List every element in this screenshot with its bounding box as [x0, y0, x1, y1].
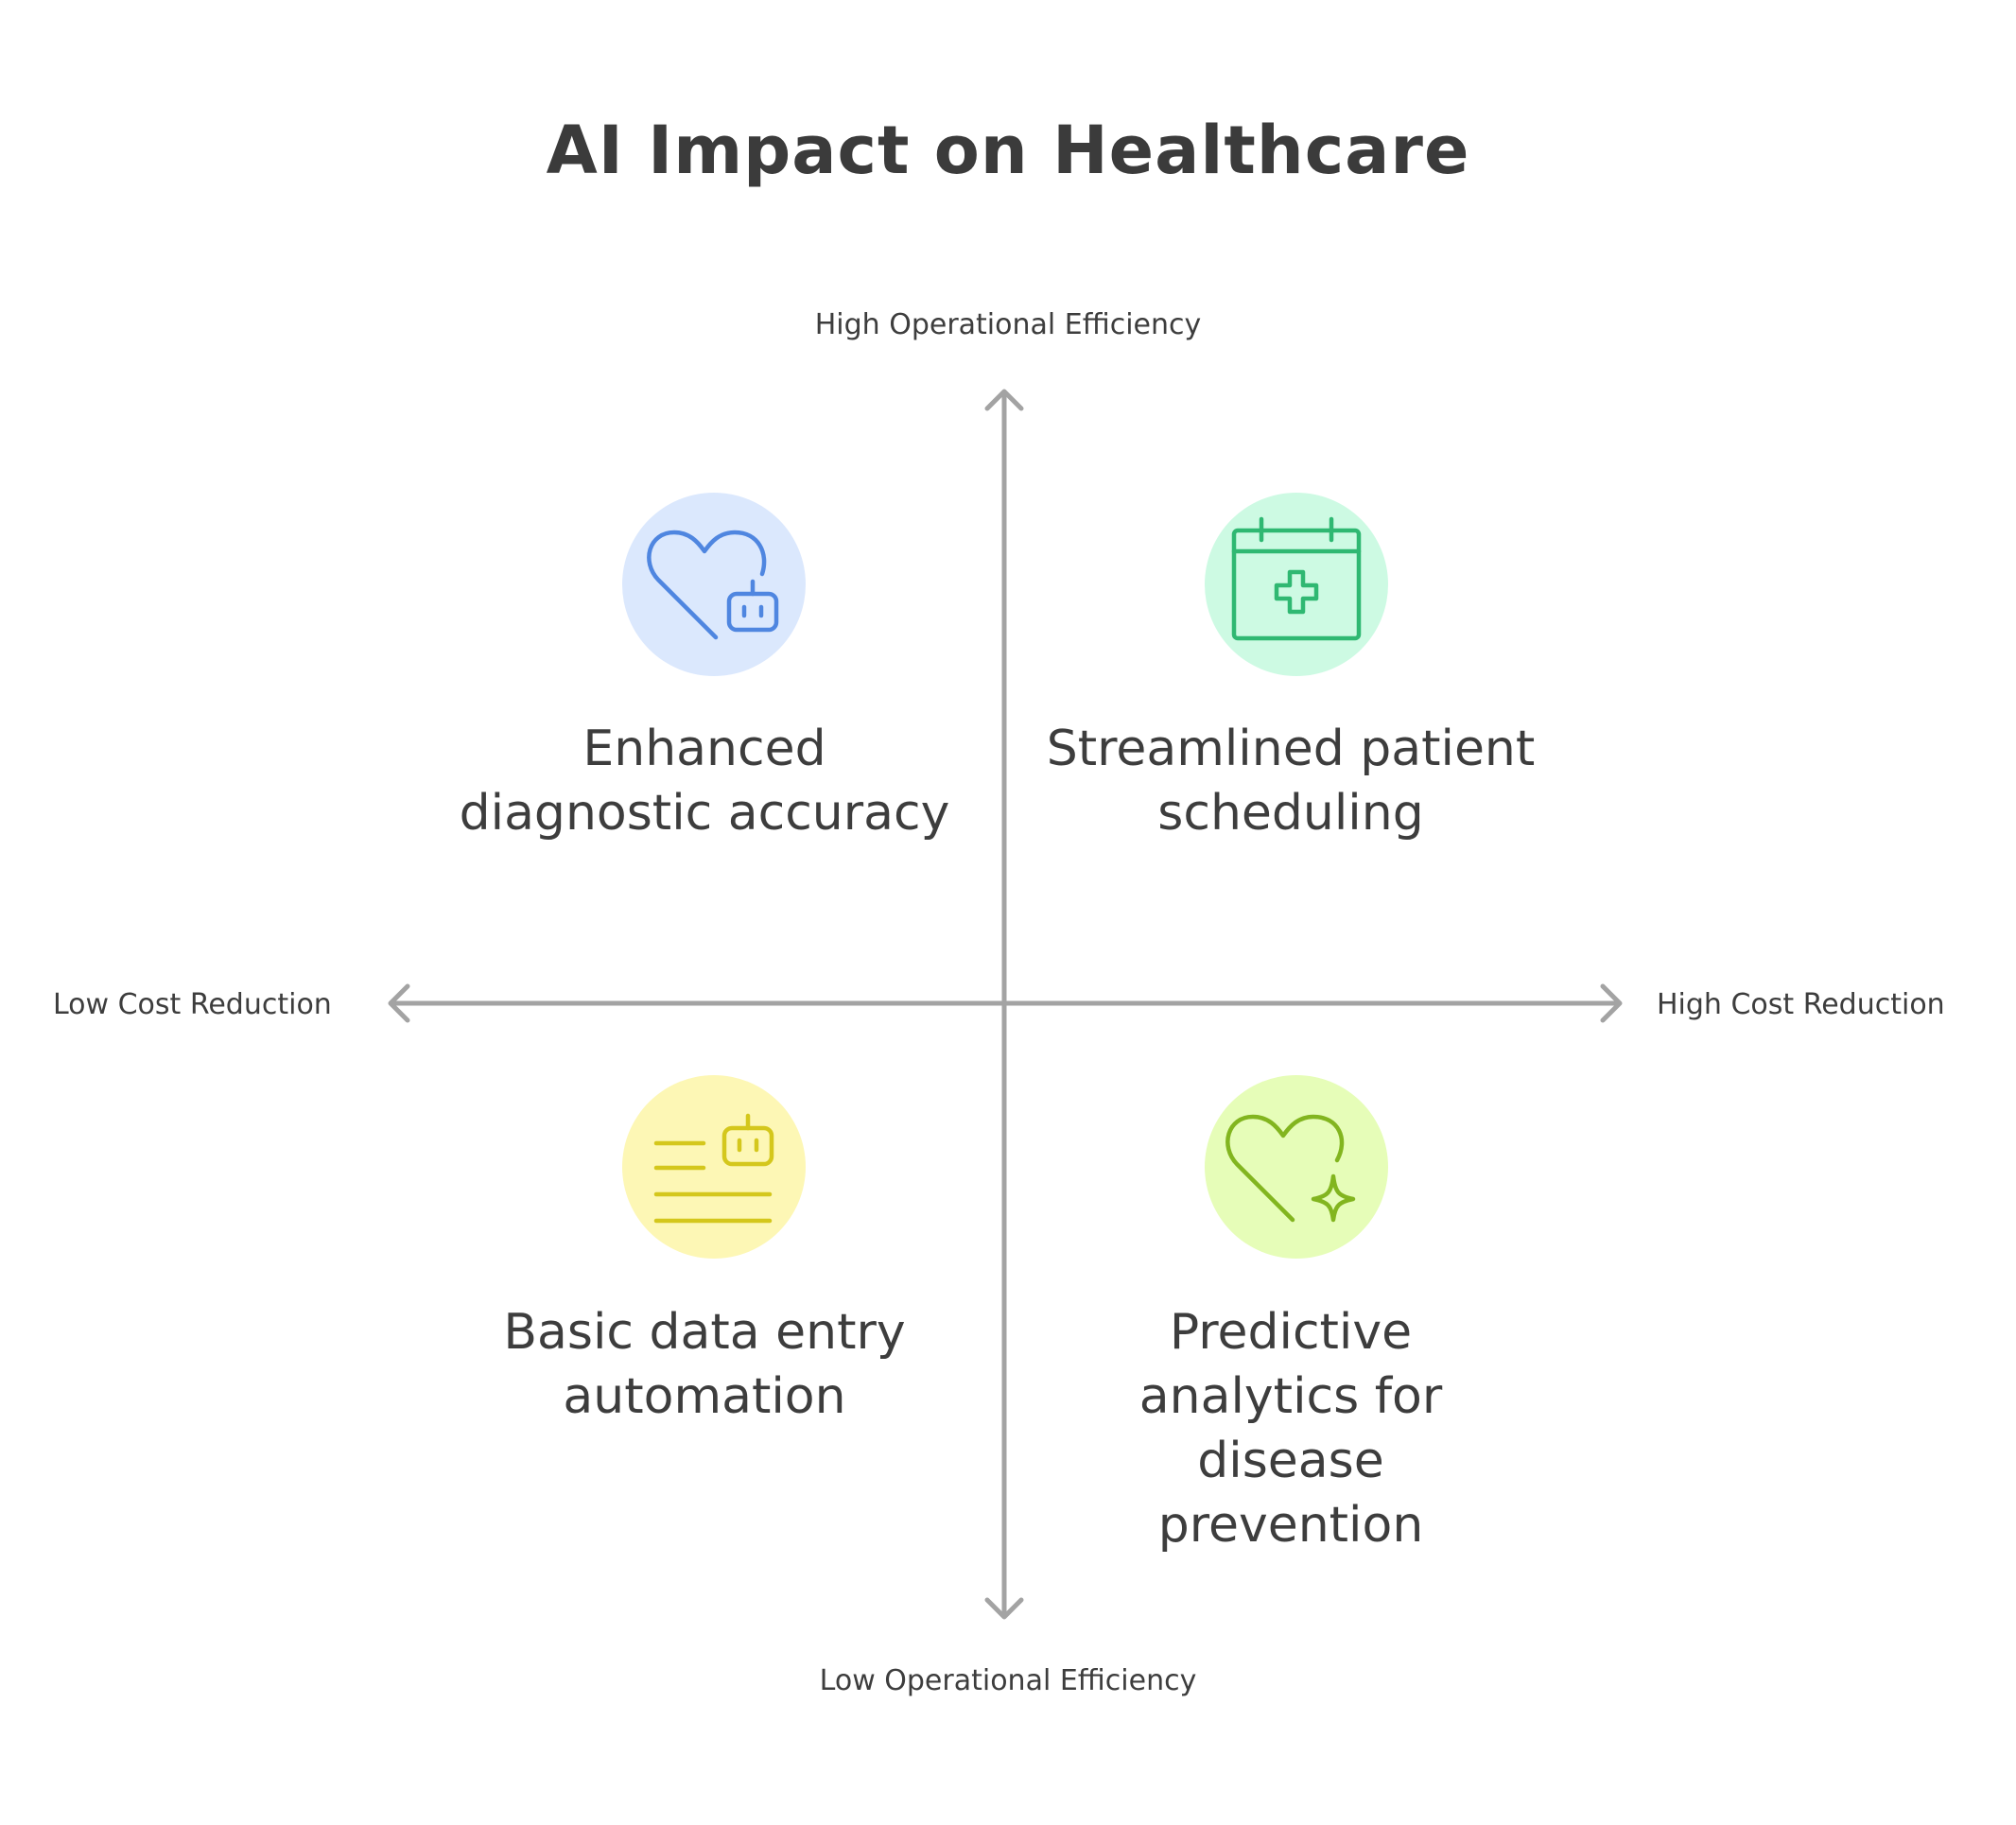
- heart-sparkle-icon: [1225, 1114, 1356, 1223]
- text-lines-robot-icon: [653, 1113, 774, 1224]
- arrow-right-icon: [1600, 983, 1623, 1023]
- quadrant-label-bottom-right: Predictive analytics for disease prevent…: [1138, 1304, 1443, 1554]
- heart-robot-icon: [647, 530, 779, 640]
- quadrant-label-top-left: Enhanced diagnostic accuracy: [459, 721, 950, 842]
- quadrant-label-top-right: Streamlined patient scheduling: [1046, 721, 1536, 842]
- predictive-icon-circle: [1205, 1075, 1388, 1259]
- data-entry-icon-circle: [622, 1075, 806, 1259]
- x-axis-low-label: Low Cost Reduction: [53, 988, 332, 1021]
- arrow-left-icon: [388, 983, 410, 1023]
- scheduling-icon-circle: [1205, 493, 1388, 676]
- page-title: AI Impact on Healthcare: [546, 112, 1470, 189]
- calendar-medical-cross-icon: [1231, 516, 1362, 641]
- y-axis-high-label: High Operational Efficiency: [814, 308, 1202, 341]
- x-axis-high-label: High Cost Reduction: [1657, 988, 1945, 1021]
- diagnostic-icon-circle: [622, 493, 806, 676]
- arrow-down-icon: [984, 1597, 1024, 1620]
- quadrant-label-bottom-left: Basic data entry automation: [503, 1304, 906, 1425]
- arrow-up-icon: [984, 389, 1024, 411]
- y-axis-low-label: Low Operational Efficiency: [819, 1664, 1197, 1697]
